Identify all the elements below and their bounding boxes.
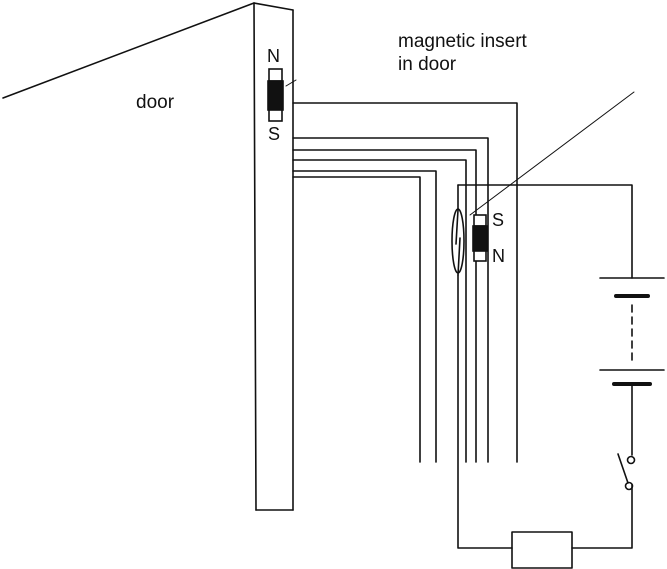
frame-magnet-south-end [473, 214, 487, 227]
switch-contact-top [626, 455, 636, 465]
door-frame [292, 102, 518, 463]
circuit-wire-top [457, 184, 633, 279]
switch [617, 453, 636, 491]
frame-outline-4 [292, 159, 467, 463]
alarm-bell-box [511, 531, 573, 569]
frame-outline-2 [292, 137, 489, 463]
frame-magnet [472, 214, 488, 262]
door-top-edge [2, 2, 255, 99]
switch-lever [617, 453, 629, 484]
frame-outline-1 [292, 102, 518, 463]
door-magnet-top-pole-label: N [267, 46, 280, 66]
magnetic-insert-label-line1: magnetic insert [398, 31, 528, 52]
circuit-wire-left [457, 274, 513, 549]
reed-contact-upper [455, 209, 459, 245]
frame-outline-5 [292, 170, 437, 463]
frame-outline-3 [292, 149, 477, 463]
frame-magnet-top-pole-label: S [492, 210, 504, 230]
frame-outline-6 [292, 176, 421, 463]
door-top-cap [253, 2, 294, 11]
battery [599, 277, 665, 386]
reed-switch [451, 208, 465, 276]
leader-line-door-magnet [285, 79, 297, 87]
door-magnet-south-end [268, 109, 283, 122]
circuit-wire-bottom-right [571, 484, 633, 549]
magnetic-insert-label-line2: in door [398, 54, 457, 75]
frame-magnet-body [472, 225, 488, 252]
frame-magnet-bottom-pole-label: N [492, 246, 505, 266]
frame-magnet-north-end [473, 250, 487, 262]
door-magnet-north-end [268, 68, 283, 82]
door-left-edge [253, 2, 257, 511]
circuit [457, 184, 633, 549]
door [2, 2, 294, 511]
reed-contact-lower [457, 237, 461, 276]
door-magnet-body [267, 80, 284, 111]
door-magnet-bottom-pole-label: S [268, 124, 280, 144]
switch-contact-bottom [624, 481, 634, 491]
door-magnet [267, 68, 284, 122]
door-label: door [136, 92, 175, 113]
leader-line-reed-switch [469, 91, 635, 216]
